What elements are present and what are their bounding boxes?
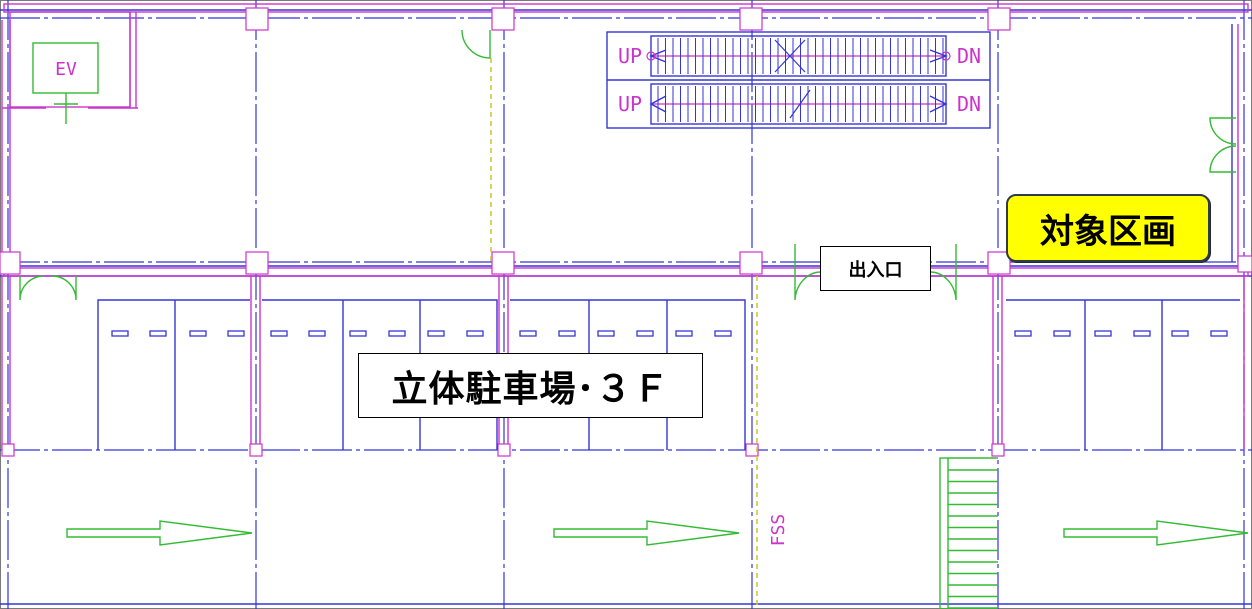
parking-stalls <box>97 299 1240 450</box>
escalator-icon <box>606 31 991 129</box>
fire-stair-label: FSS <box>768 514 789 547</box>
stair-icon <box>939 457 998 609</box>
dashed-lines <box>490 58 758 609</box>
page-title: 立体駐車場･３Ｆ <box>358 353 703 418</box>
elevator-label: EV <box>55 59 77 80</box>
target-area-label: 対象区画 <box>1006 194 1210 262</box>
escalator-dn-label-bottom: DN <box>957 92 981 116</box>
columns <box>0 7 1252 457</box>
escalator-up-label-top: UP <box>618 44 642 68</box>
escalator-steps <box>657 38 944 122</box>
stair-steps <box>948 469 998 609</box>
traffic-arrow-icon <box>66 520 1249 546</box>
stall-markers <box>111 330 1228 337</box>
entrance-label: 出入口 <box>820 246 931 291</box>
escalator-dn-label-top: DN <box>957 44 981 68</box>
door-swing-icon <box>19 29 1237 301</box>
escalator-up-label-bottom: UP <box>618 92 642 116</box>
